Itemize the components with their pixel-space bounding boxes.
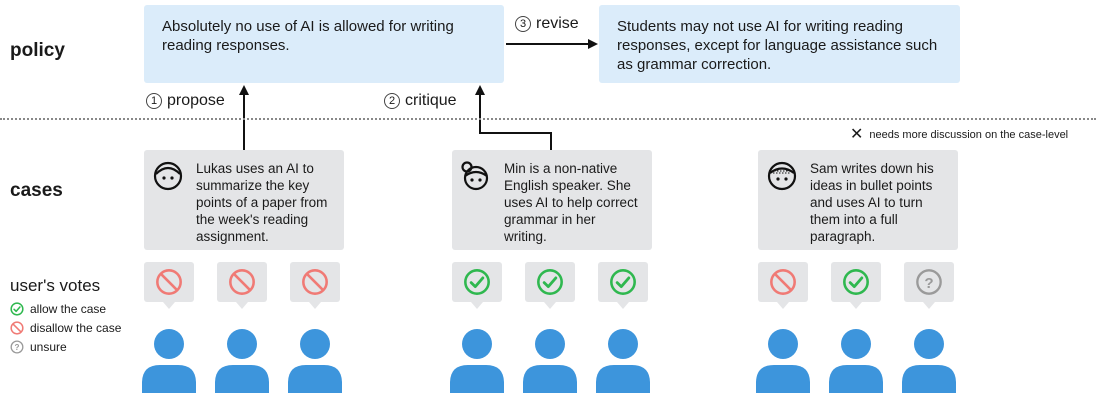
legend-allow: allow the case (10, 302, 106, 316)
legend-disallow: disallow the case (10, 321, 121, 335)
case-text: Min is a non-native English speaker. She… (504, 161, 638, 244)
girl-face-icon (461, 161, 489, 191)
allow-check-icon (10, 302, 24, 316)
step-number: 3 (515, 16, 531, 32)
disallow-prohibit-icon (302, 269, 328, 295)
case-card-lukas: Lukas uses an AI to summarize the key po… (144, 150, 344, 250)
legend-allow-label: allow the case (30, 302, 107, 316)
disallow-prohibit-icon (770, 269, 796, 295)
user-icon (828, 327, 884, 398)
allow-check-icon (610, 269, 636, 295)
case-text: Sam writes down his ideas in bullet poin… (810, 161, 934, 244)
step-number: 2 (384, 93, 400, 109)
user-icon (522, 327, 578, 398)
section-divider (0, 118, 1096, 120)
revised-policy-box: Students may not use AI for writing read… (599, 5, 960, 83)
vote-bubble-disallow (290, 262, 340, 309)
step-label: propose (167, 92, 225, 109)
user-icon (595, 327, 651, 398)
disallow-prohibit-icon (156, 269, 182, 295)
critique-arrow (475, 85, 552, 150)
user-icon (214, 327, 270, 398)
step-label: revise (536, 15, 579, 32)
legend-disallow-label: disallow the case (30, 321, 122, 335)
vote-bubble-allow (831, 262, 881, 309)
disallow-prohibit-icon (10, 321, 24, 335)
cross-icon: ✕ (850, 126, 864, 143)
man-face-icon (767, 161, 797, 191)
vote-bubble-allow (525, 262, 575, 309)
vote-bubble-disallow (758, 262, 808, 309)
case-text: Lukas uses an AI to summarize the key po… (196, 161, 328, 244)
vote-bubble-disallow (144, 262, 194, 309)
revised-policy-text: Students may not use AI for writing read… (617, 18, 938, 73)
discussion-note-text: needs more discussion on the case-level (869, 129, 1069, 141)
discussion-note: ✕ needs more discussion on the case-leve… (850, 127, 1068, 143)
vote-bubble-allow (598, 262, 648, 309)
step-label: critique (405, 92, 457, 109)
case-card-min: Min is a non-native English speaker. She… (452, 150, 652, 250)
step-propose: 1 propose (146, 92, 225, 110)
svg-text:?: ? (15, 343, 20, 352)
allow-check-icon (464, 269, 490, 295)
vote-bubble-allow (452, 262, 502, 309)
boy-face-icon (153, 161, 183, 191)
vote-bubble-unsure: ? (904, 262, 954, 309)
original-policy-box: Absolutely no use of AI is allowed for w… (144, 5, 504, 83)
policy-row-label: policy (10, 40, 65, 61)
user-icon (449, 327, 505, 398)
step-critique: 2 critique (384, 92, 457, 110)
case-card-sam: Sam writes down his ideas in bullet poin… (758, 150, 958, 250)
allow-check-icon (843, 269, 869, 295)
unsure-question-icon: ? (916, 269, 942, 295)
user-icon (755, 327, 811, 398)
disallow-prohibit-icon (229, 269, 255, 295)
cases-row-label: cases (10, 180, 63, 201)
user-icon (287, 327, 343, 398)
step-number: 1 (146, 93, 162, 109)
step-revise: 3 revise (515, 15, 579, 33)
original-policy-text: Absolutely no use of AI is allowed for w… (162, 18, 454, 54)
unsure-question-icon: ? (10, 340, 24, 354)
legend-title: user's votes (10, 276, 101, 295)
svg-text:?: ? (924, 275, 933, 292)
legend-unsure: ? unsure (10, 340, 67, 354)
user-icon (901, 327, 957, 398)
vote-bubble-disallow (217, 262, 267, 309)
user-icon (141, 327, 197, 398)
allow-check-icon (537, 269, 563, 295)
legend-unsure-label: unsure (30, 340, 67, 354)
